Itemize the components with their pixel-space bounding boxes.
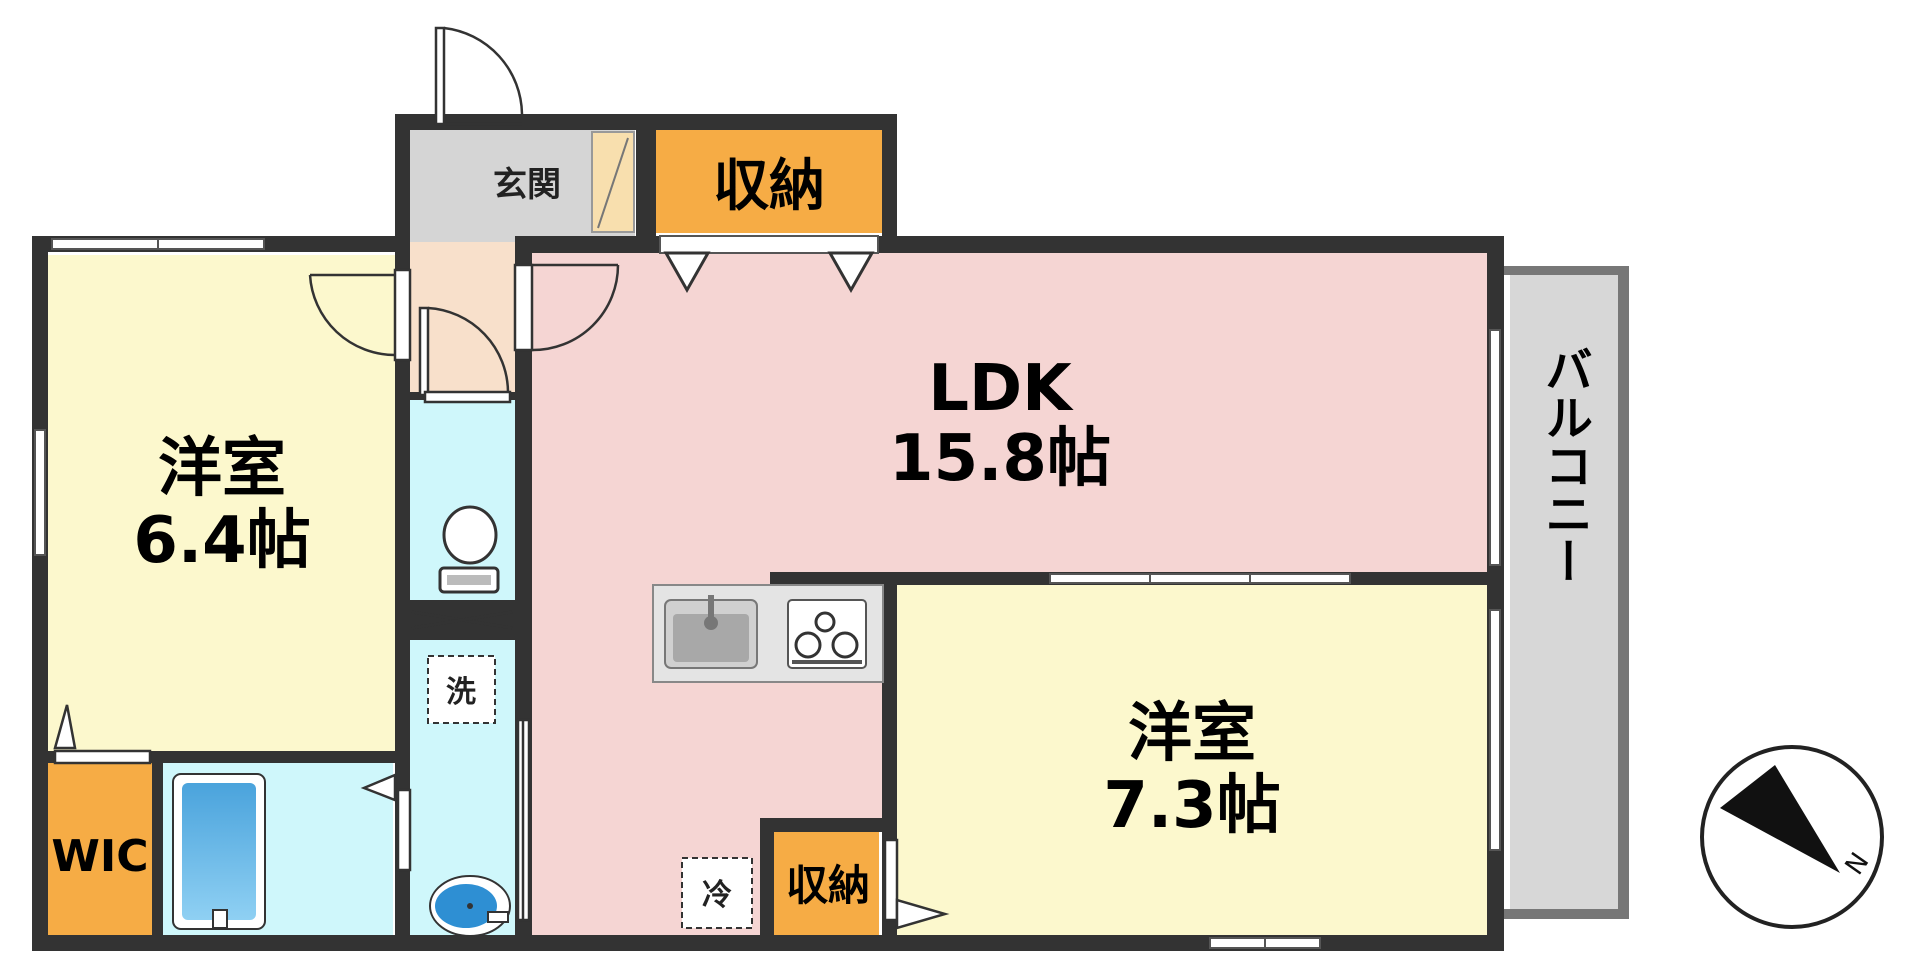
western-room-1-name: 洋室	[158, 432, 286, 506]
wall-left	[32, 236, 48, 951]
divider-x	[411, 610, 513, 630]
storage-door-markers	[663, 251, 875, 294]
wic-fill	[48, 763, 152, 935]
wall-storage-bottom-top	[760, 818, 897, 832]
fridge-label: 冷	[702, 878, 732, 913]
kitchen-counter	[652, 584, 884, 683]
ldk-size: 15.8帖	[889, 422, 1111, 496]
storage-top-label: 収納	[713, 154, 825, 219]
storage-bottom-label: 収納	[786, 861, 870, 910]
ldk-name: LDK	[928, 352, 1074, 426]
compass-icon: N	[1700, 745, 1884, 929]
western-room-2-fill	[897, 585, 1487, 935]
washer-spot: 洗	[427, 655, 496, 724]
bathtub-icon	[172, 773, 266, 930]
balcony-label: バルコニー	[1536, 345, 1592, 585]
windows	[34, 235, 1501, 949]
fridge-spot: 冷	[681, 857, 753, 929]
toilet-door-swing	[427, 306, 510, 393]
entrance-label: 玄関	[493, 165, 561, 205]
window-ldk-west2	[1049, 573, 1351, 584]
storage-door-marker-left	[663, 251, 711, 294]
shoe-closet	[591, 131, 635, 233]
wall-storage-bottom-left	[760, 818, 774, 951]
western-room-2-name: 洋室	[1128, 697, 1256, 771]
wall-entrance-storage	[636, 130, 656, 236]
bath-door-marker	[360, 773, 397, 802]
window-west-left	[34, 429, 46, 556]
ldk-door-swing	[531, 264, 620, 352]
entrance-door-leaf	[434, 26, 446, 126]
balcony-wall-top	[1504, 266, 1629, 275]
balcony-wall-bottom	[1504, 909, 1629, 919]
wash-basin-icon	[429, 875, 511, 937]
storage-top-door	[659, 235, 879, 254]
shoe-closet-diagonal	[597, 137, 629, 229]
storage-bottom-fill	[774, 832, 879, 935]
ldk-fill	[532, 253, 1487, 935]
window-ldk-right	[1489, 329, 1501, 566]
storage-top-fill	[656, 130, 882, 233]
wall-west-hall	[395, 254, 410, 754]
west-room-2-door	[883, 838, 899, 922]
wall-entrance-top	[395, 114, 897, 130]
balcony-wall-right	[1618, 266, 1629, 919]
storage-door-marker-right	[827, 251, 875, 294]
stove-icon	[787, 599, 867, 669]
wall-entrance-left	[395, 114, 410, 254]
entrance-door-swing	[443, 26, 524, 115]
west-room-door-swing	[308, 274, 396, 357]
doors	[53, 26, 950, 930]
washer-label: 洗	[446, 675, 476, 710]
toilet-door-leaf	[418, 306, 430, 397]
wic-label: WIC	[51, 831, 148, 882]
wall-wic-bath	[152, 763, 163, 935]
wic-door-marker	[53, 704, 77, 750]
western-room-2-size: 7.3帖	[1103, 769, 1280, 843]
window-west2-right	[1489, 609, 1501, 851]
toilet-icon	[438, 505, 500, 594]
wall-entrance-right	[882, 114, 897, 236]
sink-icon	[664, 595, 758, 669]
western-room-1-fill	[48, 255, 395, 751]
western-room-1-size: 6.4帖	[133, 504, 310, 578]
balcony-fill	[1510, 275, 1618, 909]
